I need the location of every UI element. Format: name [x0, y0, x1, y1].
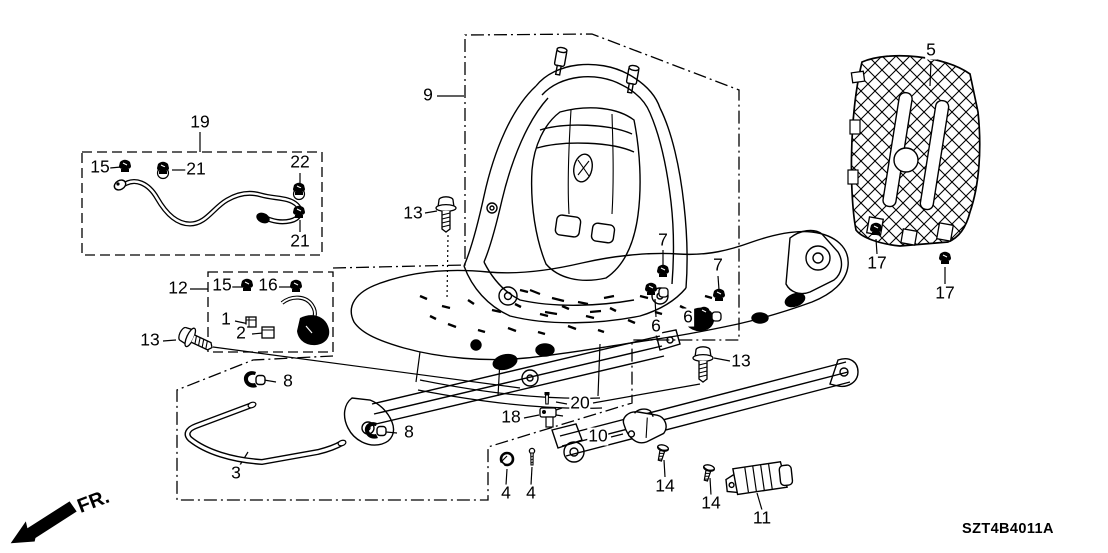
callout-4: 4	[500, 482, 512, 503]
callout-7: 7	[712, 254, 724, 275]
callout-6: 6	[650, 315, 662, 336]
clip-8-right	[364, 421, 387, 440]
bracket-10	[622, 408, 667, 444]
callout-7: 7	[657, 229, 669, 250]
group-box-12	[207, 271, 334, 353]
callout-22: 22	[289, 151, 311, 172]
seat-back-frame-9	[463, 46, 688, 324]
callout-6: 6	[682, 306, 694, 327]
seat-rail-right	[551, 358, 859, 463]
bracket-11	[725, 460, 794, 496]
callout-18: 18	[500, 406, 522, 427]
callout-2: 2	[235, 322, 247, 343]
clip-6-right	[697, 306, 722, 322]
callout-11: 11	[751, 507, 773, 528]
pin-4-right	[528, 447, 536, 466]
cushion-texture	[419, 288, 713, 336]
screw-14-left	[653, 443, 670, 463]
callout-1: 1	[220, 308, 232, 329]
callout-13: 13	[730, 350, 752, 371]
callout-3: 3	[230, 462, 242, 483]
clip-6-left	[644, 282, 669, 298]
callout-10: 10	[587, 425, 609, 446]
harness-assembly-12	[240, 278, 330, 346]
bolt-13-center	[435, 196, 457, 233]
group-box-19	[81, 151, 323, 256]
clip-8-left	[243, 370, 266, 389]
screw-20	[544, 392, 550, 405]
cushion-wire-frame-3	[184, 401, 347, 466]
callout-17: 17	[934, 282, 956, 303]
callout-12: 12	[167, 277, 189, 298]
callout-14: 14	[654, 475, 676, 496]
clip-4-left	[497, 451, 515, 470]
callout-9: 9	[422, 84, 434, 105]
callout-20: 20	[569, 392, 591, 413]
cord-assembly-19	[113, 159, 306, 227]
callout-19: 19	[189, 111, 211, 132]
bolt-13-right	[692, 346, 714, 383]
callout-21: 21	[289, 230, 311, 251]
callout-5: 5	[925, 39, 937, 60]
seat-back-panel-5	[847, 54, 981, 247]
bracket-18	[539, 407, 564, 428]
callout-4: 4	[525, 482, 537, 503]
callout-14: 14	[700, 492, 722, 513]
callout-15: 15	[89, 156, 111, 177]
seat-rail-left	[343, 329, 681, 446]
frame-texture	[529, 288, 615, 316]
callout-8: 8	[403, 421, 415, 442]
clip-7-left	[656, 264, 670, 278]
bolt-13-left	[175, 322, 217, 358]
clip-7-right	[712, 288, 726, 302]
fr-label: FR.	[74, 486, 112, 518]
fr-direction-arrow: FR.	[10, 486, 112, 544]
callout-15: 15	[211, 274, 233, 295]
callout-13: 13	[139, 329, 161, 350]
clip-17-right	[938, 251, 952, 265]
callout-8: 8	[282, 370, 294, 391]
diagram-part-code: SZT4B4011A	[962, 521, 1054, 537]
callout-21: 21	[185, 158, 207, 179]
callout-13: 13	[402, 202, 424, 223]
callout-17: 17	[866, 252, 888, 273]
screw-14-right	[699, 463, 716, 483]
callout-16: 16	[257, 274, 279, 295]
